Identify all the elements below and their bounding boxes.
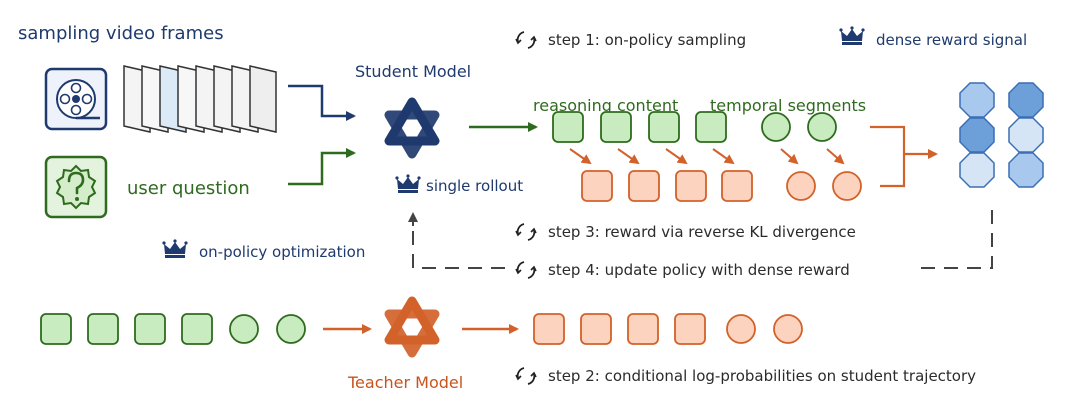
reward-octagon xyxy=(1008,117,1044,153)
temporal-token xyxy=(807,112,837,142)
question-mark-icon xyxy=(44,155,108,219)
logprob-token xyxy=(628,170,660,202)
teacher-input-tokens xyxy=(40,313,306,345)
reward-octagon xyxy=(1008,82,1044,118)
teacher-input-token xyxy=(229,314,259,344)
frames-label: sampling video frames xyxy=(18,23,224,44)
student-model-title: Student Model xyxy=(355,62,471,81)
reward-octagon xyxy=(959,82,995,118)
teacher-input-token xyxy=(276,314,306,344)
teacher-logprob-token xyxy=(674,313,706,345)
step4-label: step 4: update policy with dense reward xyxy=(548,261,850,279)
reward-octagon xyxy=(959,117,995,153)
reasoning-token xyxy=(552,111,584,143)
step1-cycle-icon xyxy=(515,31,537,49)
optimization-label: on-policy optimization xyxy=(199,243,365,261)
teacher-logprob-token xyxy=(773,314,803,344)
film-reel-icon xyxy=(44,67,108,131)
teacher-logprob-token xyxy=(533,313,565,345)
teacher-input-token xyxy=(181,313,213,345)
teacher-logprob-token xyxy=(580,313,612,345)
question-to-student-arrow xyxy=(288,148,356,186)
logprob-token xyxy=(675,170,707,202)
step4-cycle-icon xyxy=(515,261,537,279)
temporal-segments-label: temporal segments xyxy=(710,96,866,115)
logprob-token xyxy=(721,170,753,202)
teacher-input-token xyxy=(40,313,72,345)
logprob-token xyxy=(581,170,613,202)
step3-cycle-icon xyxy=(515,223,537,241)
frames-to-student-arrow xyxy=(288,84,356,121)
reasoning-content-label: reasoning content xyxy=(533,96,678,115)
step2-label: step 2: conditional log-probabilities on… xyxy=(548,367,976,385)
student-temporal-tokens xyxy=(761,112,837,142)
logprob-token xyxy=(832,171,862,201)
question-label: user question xyxy=(127,178,250,199)
single-rollout-label: single rollout xyxy=(426,177,523,195)
reasoning-token xyxy=(695,111,727,143)
step1-label: step 1: on-policy sampling xyxy=(548,31,746,49)
dense-reward-label: dense reward signal xyxy=(876,31,1027,49)
rollout-crown-icon xyxy=(395,174,421,193)
reasoning-token xyxy=(600,111,632,143)
student-logprob-tokens xyxy=(581,170,862,202)
teacher-input-token xyxy=(134,313,166,345)
teacher-input-token xyxy=(87,313,119,345)
video-frames-stack xyxy=(123,65,277,133)
reward-octagon xyxy=(959,152,995,188)
teacher-logprob-token xyxy=(627,313,659,345)
optimization-crown-icon xyxy=(162,239,188,258)
reward-octagon xyxy=(1008,152,1044,188)
token-mapping-arrows xyxy=(569,148,845,165)
teacher-logprob-token xyxy=(726,314,756,344)
student-model-icon xyxy=(389,102,435,154)
step3-label: step 3: reward via reverse KL divergence xyxy=(548,223,856,241)
temporal-token xyxy=(761,112,791,142)
reasoning-token xyxy=(648,111,680,143)
dense-reward-crown-icon xyxy=(839,26,865,45)
reward-octagon-grid xyxy=(959,82,1044,188)
teacher-model-title: Teacher Model xyxy=(347,373,463,392)
reward-bracket xyxy=(870,125,938,188)
logprob-token xyxy=(786,171,816,201)
policy-update-loop xyxy=(412,210,993,269)
teacher-logprob-tokens xyxy=(533,313,803,345)
teacher-model-icon xyxy=(389,301,435,353)
step2-cycle-icon xyxy=(515,367,537,385)
student-reasoning-tokens xyxy=(552,111,727,143)
